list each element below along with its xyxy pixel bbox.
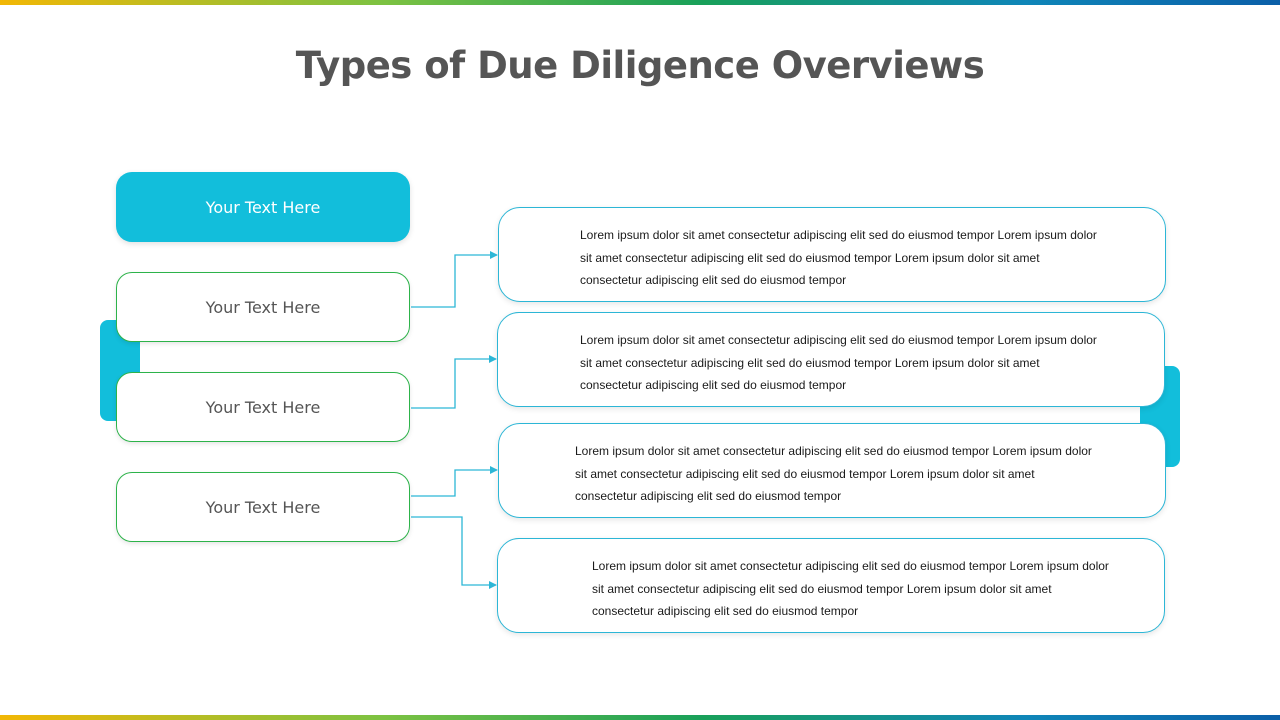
bottom-gradient-bar xyxy=(0,715,1280,720)
category-box-1: Your Text Here xyxy=(116,272,410,342)
detail-text-4: Lorem ipsum dolor sit amet consectetur a… xyxy=(592,559,1109,618)
detail-box-4: Lorem ipsum dolor sit amet consectetur a… xyxy=(497,538,1165,633)
detail-box-1: Lorem ipsum dolor sit amet consectetur a… xyxy=(498,207,1166,302)
detail-box-2: Lorem ipsum dolor sit amet consectetur a… xyxy=(497,312,1165,407)
detail-text-2: Lorem ipsum dolor sit amet consectetur a… xyxy=(580,333,1097,392)
connector-arrow-3 xyxy=(411,466,498,497)
page-title: Types of Due Diligence Overviews xyxy=(295,44,985,87)
connector-arrow-2 xyxy=(411,355,497,409)
category-box-2: Your Text Here xyxy=(116,372,410,442)
connector-arrow-1 xyxy=(411,251,498,308)
detail-box-3: Lorem ipsum dolor sit amet consectetur a… xyxy=(498,423,1166,518)
detail-text-3: Lorem ipsum dolor sit amet consectetur a… xyxy=(575,444,1092,503)
top-gradient-bar xyxy=(0,0,1280,5)
connector-arrow-4 xyxy=(411,516,497,589)
detail-text-1: Lorem ipsum dolor sit amet consectetur a… xyxy=(580,228,1097,287)
category-box-3: Your Text Here xyxy=(116,472,410,542)
header-box: Your Text Here xyxy=(116,172,410,242)
